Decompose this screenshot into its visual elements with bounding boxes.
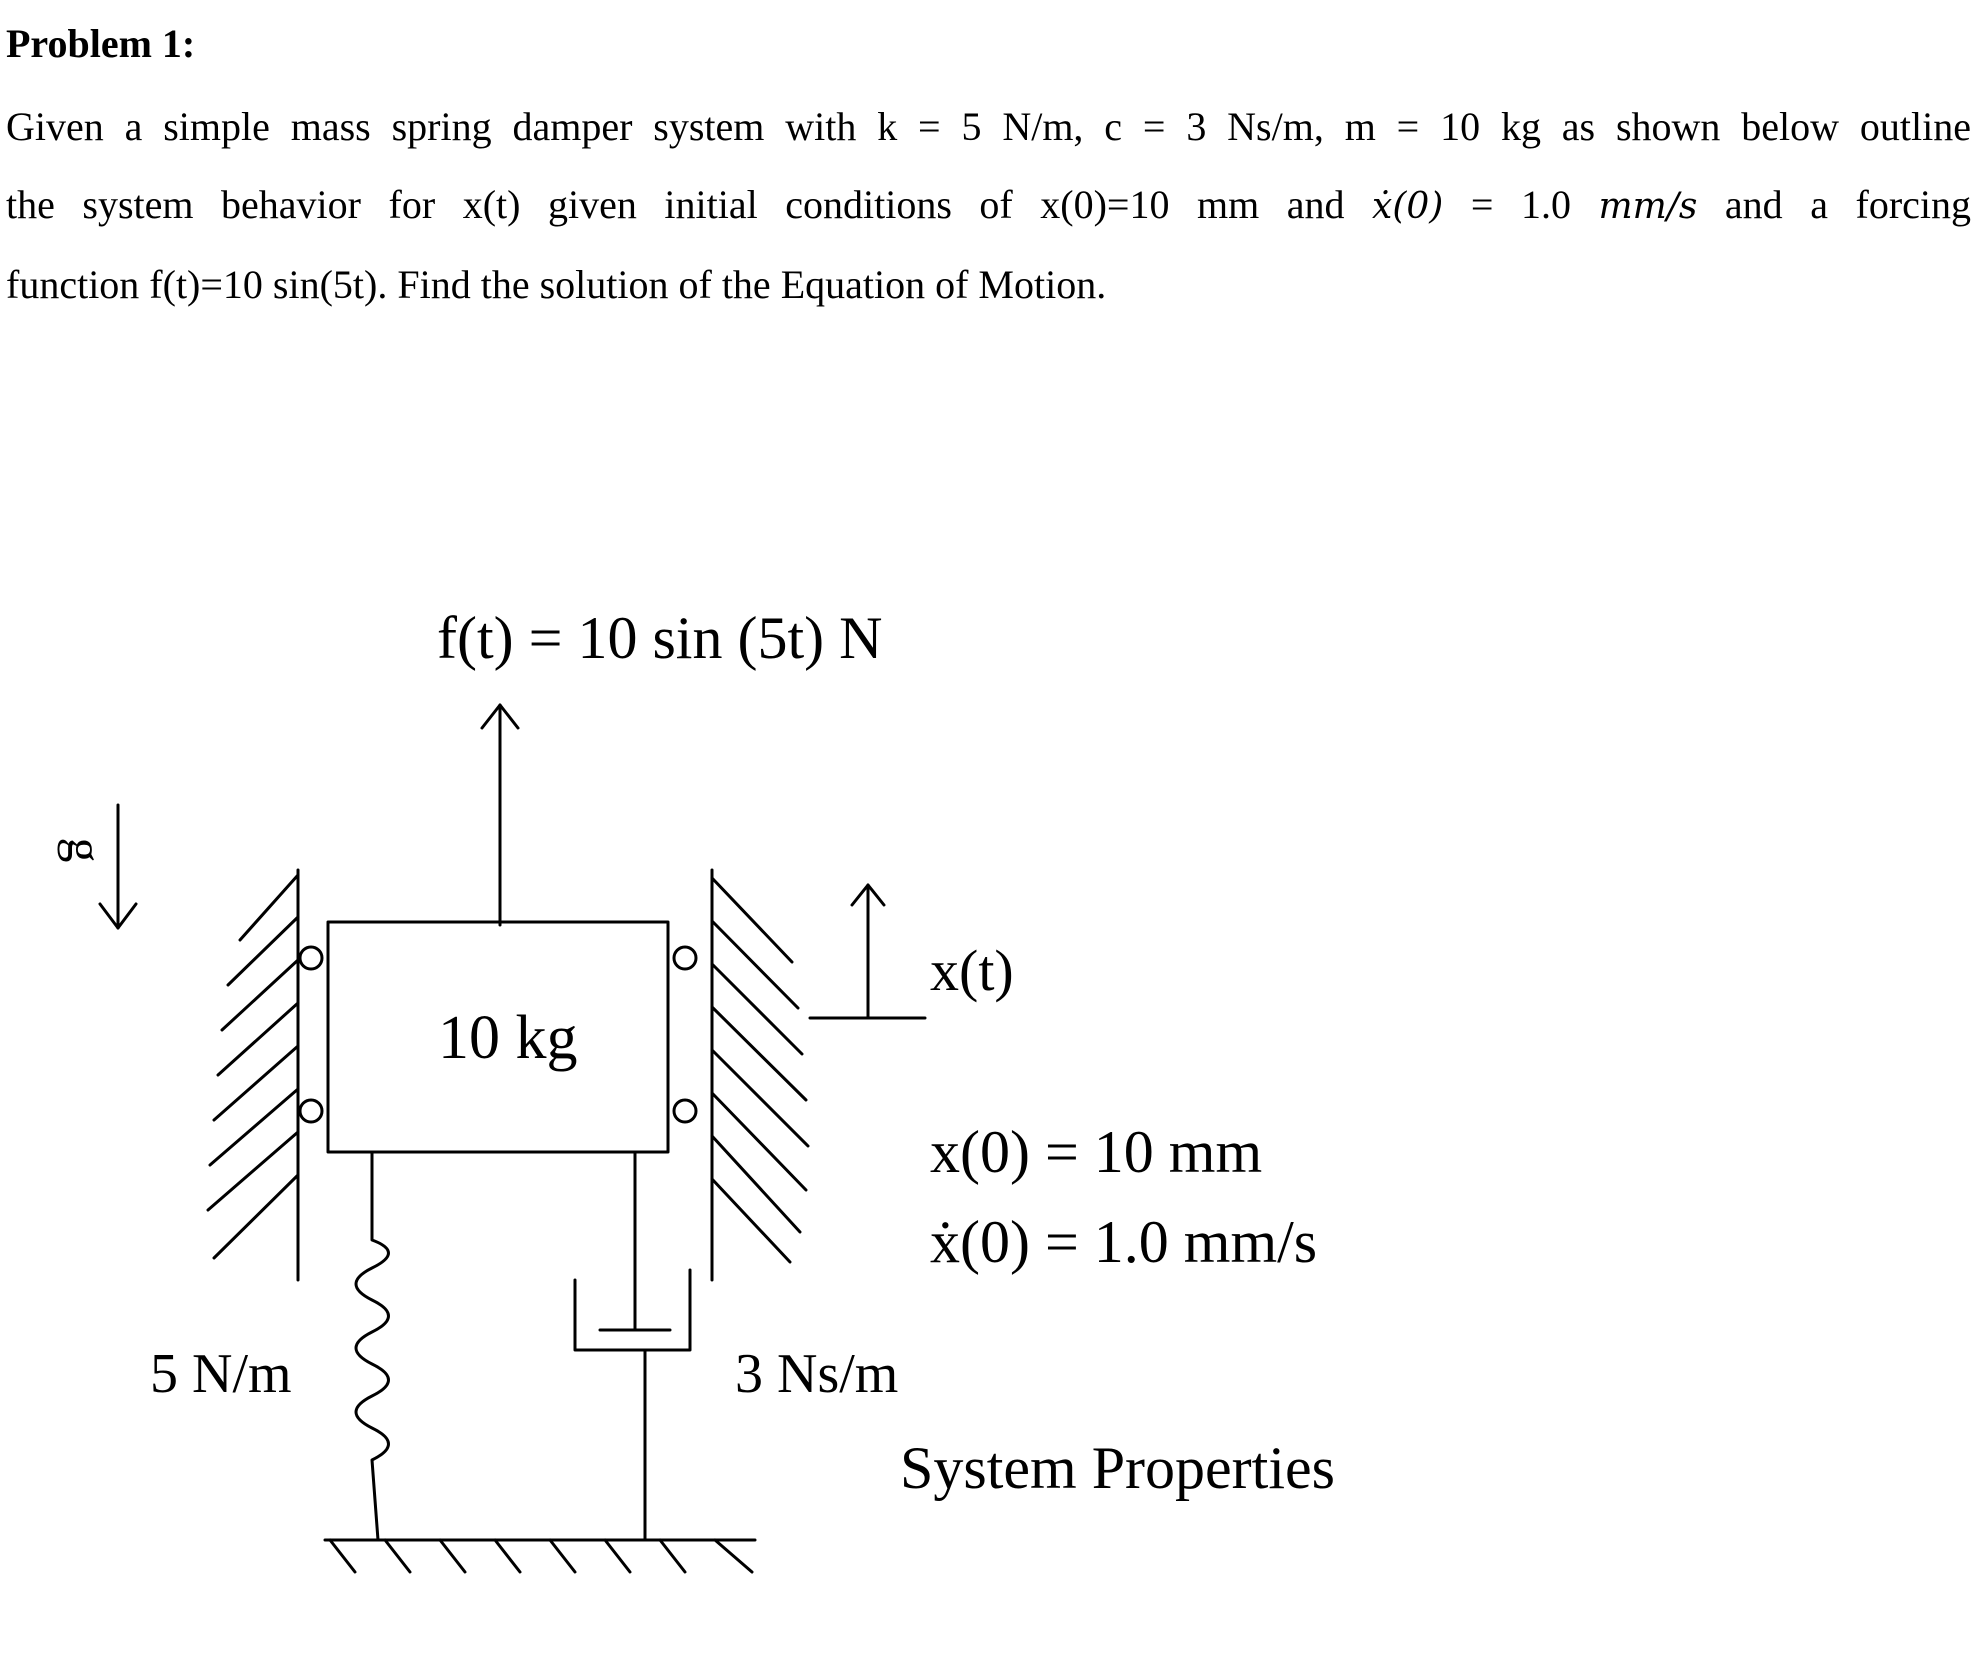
left-roller-top — [298, 945, 324, 971]
figure-caption: System Properties — [900, 1435, 1335, 1501]
left-wall-hatching — [206, 873, 300, 1260]
displacement-label: x(t) — [930, 938, 1014, 1003]
problem-statement: Given a simple mass spring damper system… — [6, 88, 1971, 324]
force-label: f(t) = 10 sin (5t) N — [437, 605, 882, 671]
velocity-unit: mm/s — [1598, 186, 1698, 227]
line2-pre: the system behavior for x(t) given initi… — [6, 182, 1373, 227]
line2-eq: = 1.0 — [1443, 182, 1599, 227]
right-wall-hatching — [710, 876, 810, 1264]
left-roller-bottom — [298, 1098, 324, 1124]
problem-title: Problem 1: — [6, 21, 196, 66]
spring-constant-label: 5 N/m — [150, 1343, 292, 1405]
statement-line-2: the system behavior for x(t) given initi… — [6, 166, 1971, 246]
force-arrowhead — [480, 703, 520, 730]
damper-cylinder — [573, 1268, 692, 1352]
ground-hatching — [328, 1538, 754, 1574]
right-roller-top — [672, 945, 698, 971]
xdot-initial: ẋ(0) — [1372, 186, 1444, 227]
right-roller-bottom — [672, 1098, 698, 1124]
displacement-arrowhead — [850, 883, 886, 907]
initial-velocity-label: ẋ(0) = 1.0 mm/s — [930, 1209, 1317, 1275]
spring — [354, 1150, 390, 1542]
gravity-label: g — [57, 838, 113, 863]
damping-coefficient-label: 3 Ns/m — [735, 1343, 898, 1405]
statement-line-1: Given a simple mass spring damper system… — [6, 104, 1971, 149]
mass-label: 10 kg — [438, 1004, 578, 1072]
line2-post: and a forcing — [1697, 182, 1971, 227]
mass-block — [326, 920, 670, 1154]
gravity-arrowhead — [98, 902, 138, 930]
initial-displacement-label: x(0) = 10 mm — [930, 1119, 1262, 1185]
statement-line-3: function f(t)=10 sin(5t). Find the solut… — [6, 262, 1107, 307]
